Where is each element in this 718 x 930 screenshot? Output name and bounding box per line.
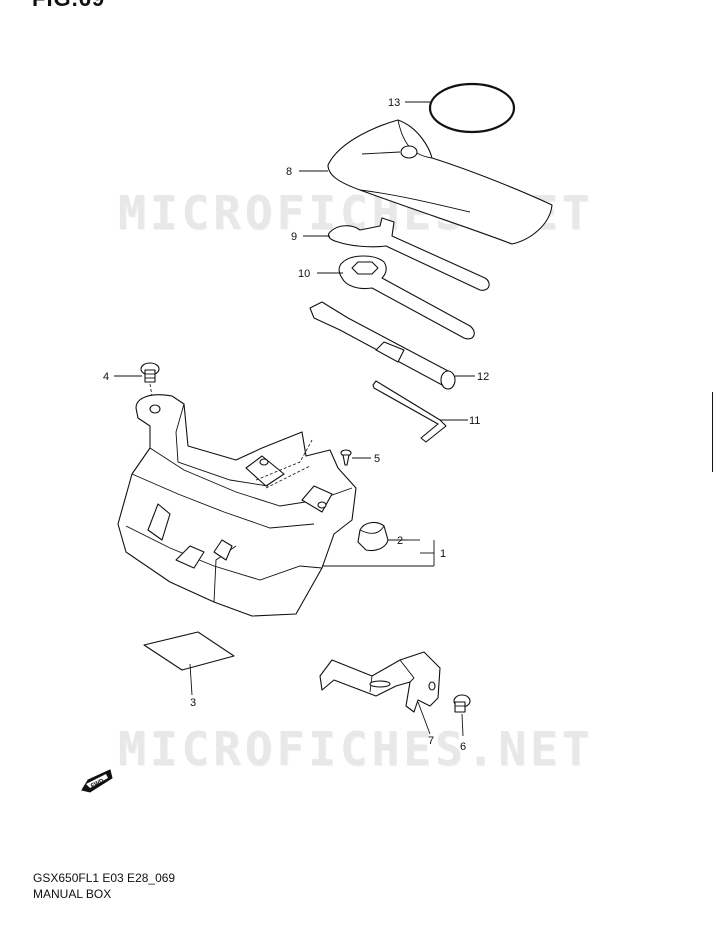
part-12-socket-bar: 12 — [309, 301, 489, 390]
part-13-band: 13 — [388, 82, 516, 134]
fwd-label: FWD — [90, 778, 106, 790]
part-5-screw: 5 — [340, 449, 380, 466]
watermark-bottom: MICROFICHES.NET — [118, 722, 594, 776]
callout-3: 3 — [190, 697, 196, 709]
callout-2: 2 — [397, 535, 403, 547]
part-1-manual-box: 1 — [117, 394, 446, 617]
callout-11: 11 — [469, 415, 480, 427]
callout-5: 5 — [374, 453, 380, 465]
part-10-box-wrench: 10 — [298, 255, 475, 340]
callout-7: 7 — [428, 735, 434, 747]
callout-8: 8 — [286, 166, 292, 178]
callout-9: 9 — [291, 231, 297, 243]
part-3-label-sheet: 3 — [143, 631, 235, 709]
fwd-arrow-icon: FWD — [81, 769, 113, 793]
page-edge-mark — [712, 392, 718, 472]
part-9-wrench: 9 — [291, 217, 490, 291]
callout-1: 1 — [440, 548, 446, 560]
figure-title: FIG.69 — [32, 0, 105, 12]
part-7-bracket: 7 — [319, 651, 441, 747]
callout-4: 4 — [103, 371, 109, 383]
callout-12: 12 — [477, 371, 489, 383]
part-6-bolt: 6 — [453, 694, 471, 753]
part-2-cushion: 2 — [357, 521, 420, 552]
footer-model-code: GSX650FL1 E03 E28_069 — [33, 871, 176, 885]
part-11-hex-key: 11 — [372, 380, 480, 443]
footer-section-name: MANUAL BOX — [33, 887, 112, 901]
callout-10: 10 — [298, 268, 310, 280]
callout-6: 6 — [460, 741, 466, 753]
callout-13: 13 — [388, 97, 400, 109]
part-8-tool-bag: 8 — [286, 119, 553, 245]
